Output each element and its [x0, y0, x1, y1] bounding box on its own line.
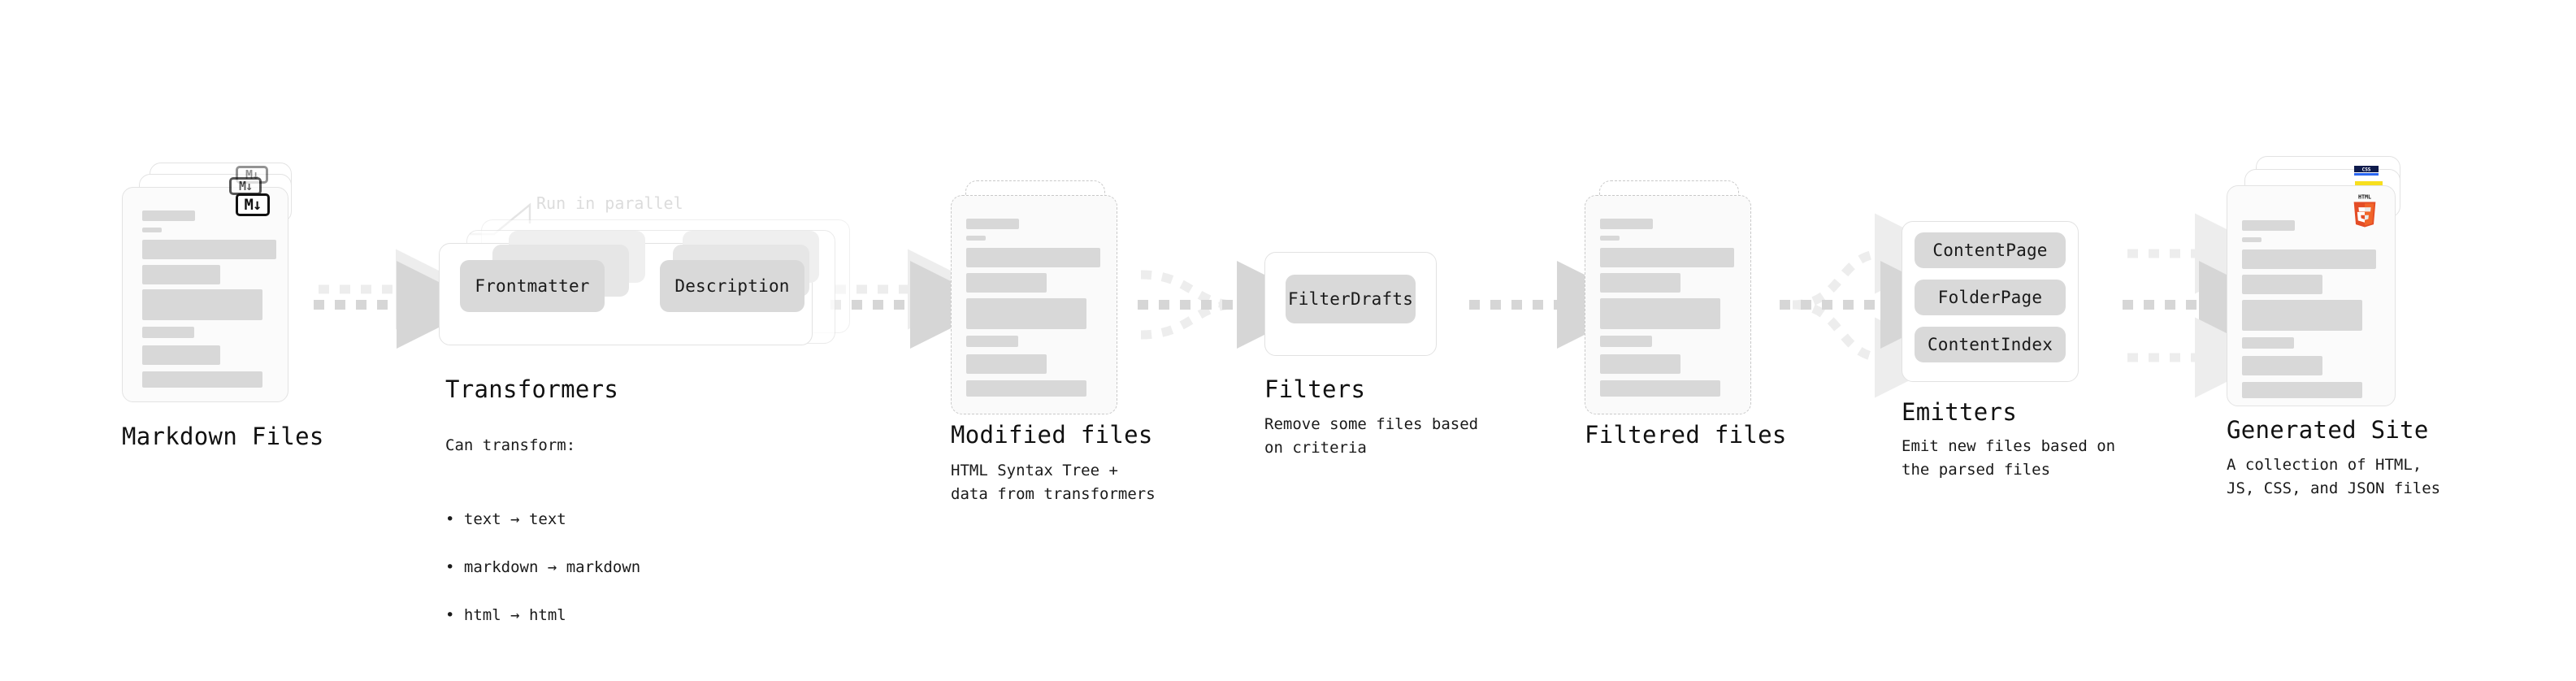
- modified-card-front: [951, 195, 1117, 414]
- arrow-filtered-to-emitters: [1780, 213, 1968, 398]
- transformer-chip-frontmatter[interactable]: Frontmatter: [460, 260, 605, 312]
- skeleton-line: [2242, 337, 2294, 349]
- skeleton-title: [1600, 219, 1653, 229]
- stage-generated-site: CSS HTML: [2227, 156, 2446, 424]
- transformer-chip-description[interactable]: Description: [660, 260, 804, 312]
- markdown-icon: M↓: [229, 177, 262, 195]
- heading-markdown-files: Markdown Files: [122, 423, 324, 450]
- filtered-card-front: [1585, 195, 1751, 414]
- svg-text:HTML: HTML: [2358, 194, 2371, 201]
- html5-icon: HTML: [2353, 194, 2376, 228]
- skeleton-title: [142, 210, 195, 221]
- skeleton-line: [1600, 248, 1734, 267]
- skeleton-line: [966, 273, 1047, 293]
- skeleton-subtitle: [966, 236, 986, 241]
- description-generated-site: A collection of HTML, JS, CSS, and JSON …: [2227, 456, 2441, 498]
- heading-modified-files: Modified files: [951, 421, 1153, 449]
- skeleton-line: [2242, 356, 2322, 375]
- heading-transformers: Transformers: [445, 375, 619, 403]
- skeleton-line: [2242, 275, 2322, 294]
- transform-bullet: • html → html: [445, 605, 566, 624]
- skeleton-line: [2242, 382, 2362, 398]
- skeleton-line: [966, 380, 1086, 397]
- arrow-emitters-to-site: [2123, 213, 2287, 398]
- skeleton-line: [142, 289, 262, 320]
- skeleton-line: [1600, 380, 1720, 397]
- skeleton-line: [1600, 273, 1680, 293]
- stage-markdown-files: M↓ M↓ M↓: [122, 163, 333, 423]
- filter-chip-filterdrafts[interactable]: FilterDrafts: [1286, 275, 1416, 323]
- skeleton-line: [966, 248, 1100, 267]
- skeleton-line: [142, 240, 276, 259]
- description-filters: Remove some files based on criteria: [1264, 415, 1479, 458]
- css-icon: CSS: [2354, 166, 2379, 176]
- skeleton-line: [966, 336, 1018, 347]
- skeleton-line: [142, 265, 220, 284]
- emitter-chip-folderpage[interactable]: FolderPage: [1915, 280, 2066, 315]
- site-card-front: [2227, 185, 2396, 406]
- transform-bullet: • markdown → markdown: [445, 557, 641, 576]
- description-transformers-text: Can transform:: [445, 436, 576, 455]
- markdown-card-front: [122, 187, 288, 402]
- transform-bullet: • text → text: [445, 510, 566, 528]
- skeleton-line: [1600, 336, 1652, 347]
- stage-emitters: ContentPage FolderPage ContentIndex: [1902, 221, 2097, 392]
- skeleton-line: [142, 345, 220, 365]
- skeleton-line: [1600, 298, 1720, 329]
- skeleton-line: [966, 298, 1086, 329]
- skeleton-line: [142, 327, 194, 338]
- stage-filtered-files: [1585, 180, 1788, 432]
- description-emitters: Emit new files based on the parsed files: [1902, 437, 2116, 479]
- skeleton-subtitle: [2242, 237, 2262, 242]
- heading-filters: Filters: [1264, 375, 1366, 403]
- skeleton-title: [2242, 220, 2295, 231]
- skeleton-line: [2242, 300, 2362, 331]
- stage-transformers: x x Frontmatter x x Description: [439, 219, 861, 366]
- skeleton-title: [966, 219, 1019, 229]
- stage-modified-files: [951, 180, 1154, 432]
- skeleton-line: [2242, 249, 2376, 269]
- description-transformers: Can transform: • text → text • markdown …: [445, 410, 640, 675]
- skeleton-subtitle: [1600, 236, 1620, 241]
- svg-text:CSS: CSS: [2362, 167, 2371, 173]
- run-in-parallel-label: Run in parallel: [536, 193, 683, 213]
- skeleton-line: [966, 354, 1047, 374]
- emitter-chip-contentindex[interactable]: ContentIndex: [1915, 327, 2066, 362]
- arrow-modified-to-filters: [1138, 261, 1325, 349]
- stage-filters: FilterDrafts: [1264, 252, 1443, 362]
- heading-filtered-files: Filtered files: [1585, 421, 1787, 449]
- markdown-icon: M↓: [236, 193, 270, 216]
- skeleton-line: [142, 371, 262, 388]
- skeleton-line: [1600, 354, 1680, 374]
- heading-generated-site: Generated Site: [2227, 416, 2429, 444]
- heading-emitters: Emitters: [1902, 398, 2018, 426]
- description-modified-files: HTML Syntax Tree + data from transformer…: [951, 462, 1156, 504]
- emitter-chip-contentpage[interactable]: ContentPage: [1915, 232, 2066, 268]
- skeleton-subtitle: [142, 228, 162, 232]
